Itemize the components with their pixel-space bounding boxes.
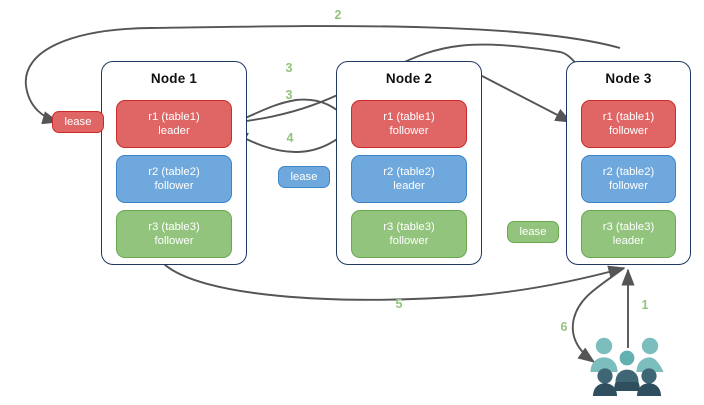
step-label-1: 1: [641, 298, 649, 312]
replica-name: r1 (table1): [148, 111, 200, 123]
replica-r1[interactable]: r1 (table1) follower: [351, 100, 467, 148]
step-label-2: 2: [334, 8, 342, 22]
step-label-4: 4: [286, 131, 294, 145]
replica-role: follower: [609, 125, 648, 137]
replica-r3[interactable]: r3 (table3) leader: [581, 210, 676, 258]
replica-name: r3 (table3): [602, 221, 655, 233]
replica-role: leader: [393, 180, 425, 192]
node-card-node1[interactable]: Node 1 r1 (table1) leader r2 (table2) fo…: [101, 61, 247, 265]
replica-name: r3 (table3): [383, 221, 435, 233]
edge-step-5: [163, 263, 626, 301]
step-label-3b: 3: [285, 88, 293, 102]
replica-r1[interactable]: r1 (table1) leader: [116, 100, 232, 148]
replica-role: leader: [158, 125, 190, 137]
replica-name: r2 (table2): [148, 166, 200, 178]
replica-role: follower: [389, 235, 429, 247]
lease-badge-table3[interactable]: lease: [507, 221, 559, 243]
replica-role: follower: [154, 235, 194, 247]
step-label-5: 5: [395, 297, 403, 311]
step-label-6: 6: [560, 320, 568, 334]
replica-role: follower: [609, 180, 648, 192]
lease-badge-table2[interactable]: lease: [278, 166, 330, 188]
replica-r3[interactable]: r3 (table3) follower: [116, 210, 232, 258]
users-group-icon: [588, 334, 666, 396]
replica-name: r3 (table3): [148, 221, 200, 233]
node-title: Node 1: [150, 71, 198, 86]
replica-r1[interactable]: r1 (table1) follower: [581, 100, 676, 148]
node-card-node3[interactable]: Node 3 r1 (table1) follower r2 (table2) …: [566, 61, 691, 265]
replica-name: r1 (table1): [602, 111, 655, 123]
node-title: Node 2: [385, 71, 433, 86]
replica-name: r2 (table2): [383, 166, 435, 178]
replica-r2[interactable]: r2 (table2) follower: [116, 155, 232, 203]
replica-r2[interactable]: r2 (table2) follower: [581, 155, 676, 203]
lease-badge-table1[interactable]: lease: [52, 111, 104, 133]
replica-r3[interactable]: r3 (table3) follower: [351, 210, 467, 258]
node-card-node2[interactable]: Node 2 r1 (table1) follower r2 (table2) …: [336, 61, 482, 265]
replica-name: r1 (table1): [383, 111, 435, 123]
step-label-3a: 3: [285, 61, 293, 75]
node-title: Node 3: [605, 71, 652, 86]
replica-role: follower: [154, 180, 194, 192]
replica-r2[interactable]: r2 (table2) leader: [351, 155, 467, 203]
replica-role: follower: [389, 125, 429, 137]
replica-role: leader: [612, 235, 645, 247]
replica-name: r2 (table2): [602, 166, 655, 178]
